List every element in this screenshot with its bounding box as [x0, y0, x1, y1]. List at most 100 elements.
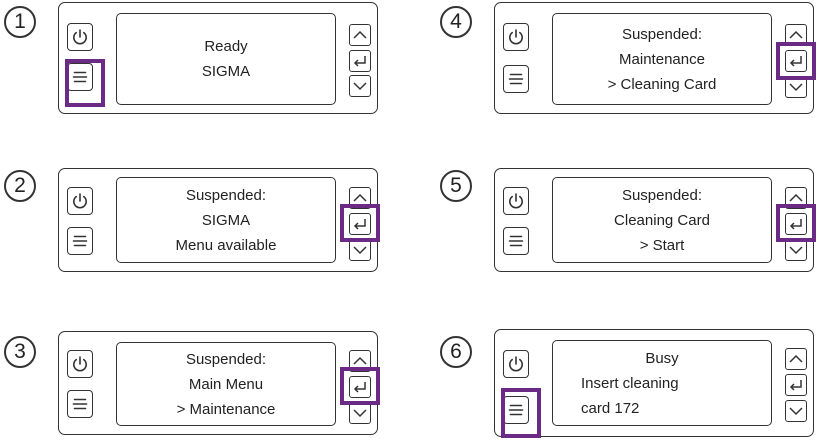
chevron-up-icon [353, 193, 367, 202]
power-icon [509, 193, 523, 209]
control-panel: Suspended: Main Menu > Maintenance [58, 331, 378, 435]
chevron-down-icon [353, 246, 367, 255]
enter-icon [353, 382, 366, 393]
power-button[interactable] [67, 187, 93, 215]
enter-button[interactable] [785, 50, 807, 72]
down-button[interactable] [349, 239, 371, 261]
menu-icon [72, 71, 88, 83]
enter-icon [353, 56, 366, 67]
menu-icon [508, 235, 524, 247]
highlight-box [776, 42, 816, 80]
screen-line: > Start [639, 236, 685, 254]
step-number: 5 [440, 170, 472, 202]
step-number: 2 [4, 170, 36, 202]
menu-button[interactable] [67, 390, 93, 418]
up-button[interactable] [785, 348, 807, 370]
power-button[interactable] [67, 23, 93, 51]
control-panel: Busy Insert cleaning card 172 [494, 329, 814, 437]
up-button[interactable] [349, 187, 371, 209]
up-button[interactable] [349, 24, 371, 46]
menu-icon [72, 398, 88, 410]
down-button[interactable] [349, 402, 371, 424]
chevron-down-icon [353, 409, 367, 418]
enter-icon [789, 380, 802, 391]
menu-button[interactable] [503, 65, 529, 93]
menu-icon [508, 404, 524, 416]
menu-button[interactable] [503, 227, 529, 255]
chevron-down-icon [789, 83, 803, 92]
down-button[interactable] [785, 239, 807, 261]
screen-line: Insert cleaning [581, 374, 679, 392]
menu-button[interactable] [67, 227, 93, 255]
display-screen: Busy Insert cleaning card 172 [552, 340, 772, 426]
down-button[interactable] [785, 400, 807, 422]
control-panel: Suspended: Maintenance > Cleaning Card [494, 2, 814, 114]
power-button[interactable] [503, 187, 529, 215]
step-1: 1 Ready SIGMA [0, 0, 380, 114]
chevron-up-icon [353, 356, 367, 365]
screen-line: Suspended: [621, 186, 703, 204]
step-number: 3 [4, 336, 36, 368]
screen-line: Suspended: [185, 350, 267, 368]
power-icon [509, 29, 523, 45]
control-panel: Suspended: Cleaning Card > Start [494, 168, 814, 272]
screen-line: SIGMA [201, 63, 251, 80]
step-6: 6 Busy Insert cleaning card 172 [436, 326, 816, 438]
chevron-up-icon [789, 193, 803, 202]
screen-line: > Maintenance [176, 400, 276, 418]
enter-icon [789, 219, 802, 230]
screen-line: SIGMA [201, 211, 251, 229]
screen-line: Suspended: [621, 25, 703, 43]
screen-line: Menu available [175, 236, 277, 254]
chevron-up-icon [789, 30, 803, 39]
control-panel: Suspended: SIGMA Menu available [58, 168, 378, 272]
enter-button[interactable] [785, 213, 807, 235]
power-icon [73, 356, 87, 372]
chevron-up-icon [353, 30, 367, 39]
power-icon [509, 356, 523, 372]
screen-line: Maintenance [619, 50, 705, 68]
chevron-down-icon [789, 407, 803, 416]
control-panel: Ready SIGMA [58, 2, 378, 114]
screen-line: > Cleaning Card [607, 75, 717, 93]
screen-line: Busy [645, 349, 679, 367]
menu-icon [508, 73, 524, 85]
step-4: 4 Suspended: Maintenance > Cleaning Card [436, 0, 816, 114]
screen-line: Suspended: [185, 186, 267, 204]
highlight-box [340, 204, 380, 242]
highlight-box [776, 204, 816, 242]
menu-button[interactable] [67, 63, 93, 91]
enter-button[interactable] [785, 374, 807, 396]
display-screen: Suspended: Main Menu > Maintenance [116, 342, 336, 426]
power-button[interactable] [503, 350, 529, 378]
chevron-down-icon [353, 82, 367, 91]
step-number: 6 [440, 336, 472, 368]
screen-line: Cleaning Card [614, 211, 710, 229]
step-5: 5 Suspended: Cleaning Card > Start [436, 166, 816, 278]
power-icon [73, 193, 87, 209]
enter-button[interactable] [349, 50, 371, 72]
menu-icon [72, 235, 88, 247]
highlight-box [340, 367, 380, 405]
step-3: 3 Suspended: Main Menu > Maintenance [0, 326, 380, 438]
power-button[interactable] [67, 350, 93, 378]
enter-icon [353, 219, 366, 230]
enter-button[interactable] [349, 213, 371, 235]
screen-line: Ready [204, 38, 248, 55]
step-number: 4 [440, 6, 472, 38]
display-screen: Ready SIGMA [116, 13, 336, 105]
up-button[interactable] [349, 350, 371, 372]
chevron-down-icon [789, 246, 803, 255]
enter-icon [789, 56, 802, 67]
step-2: 2 Suspended: SIGMA Menu available [0, 166, 380, 278]
display-screen: Suspended: Cleaning Card > Start [552, 177, 772, 263]
display-screen: Suspended: SIGMA Menu available [116, 177, 336, 263]
enter-button[interactable] [349, 376, 371, 398]
up-button[interactable] [785, 187, 807, 209]
screen-line: card 172 [581, 399, 640, 417]
power-button[interactable] [503, 23, 529, 51]
power-icon [73, 29, 87, 45]
highlight-box [65, 59, 105, 107]
display-screen: Suspended: Maintenance > Cleaning Card [552, 13, 772, 105]
down-button[interactable] [349, 75, 371, 97]
